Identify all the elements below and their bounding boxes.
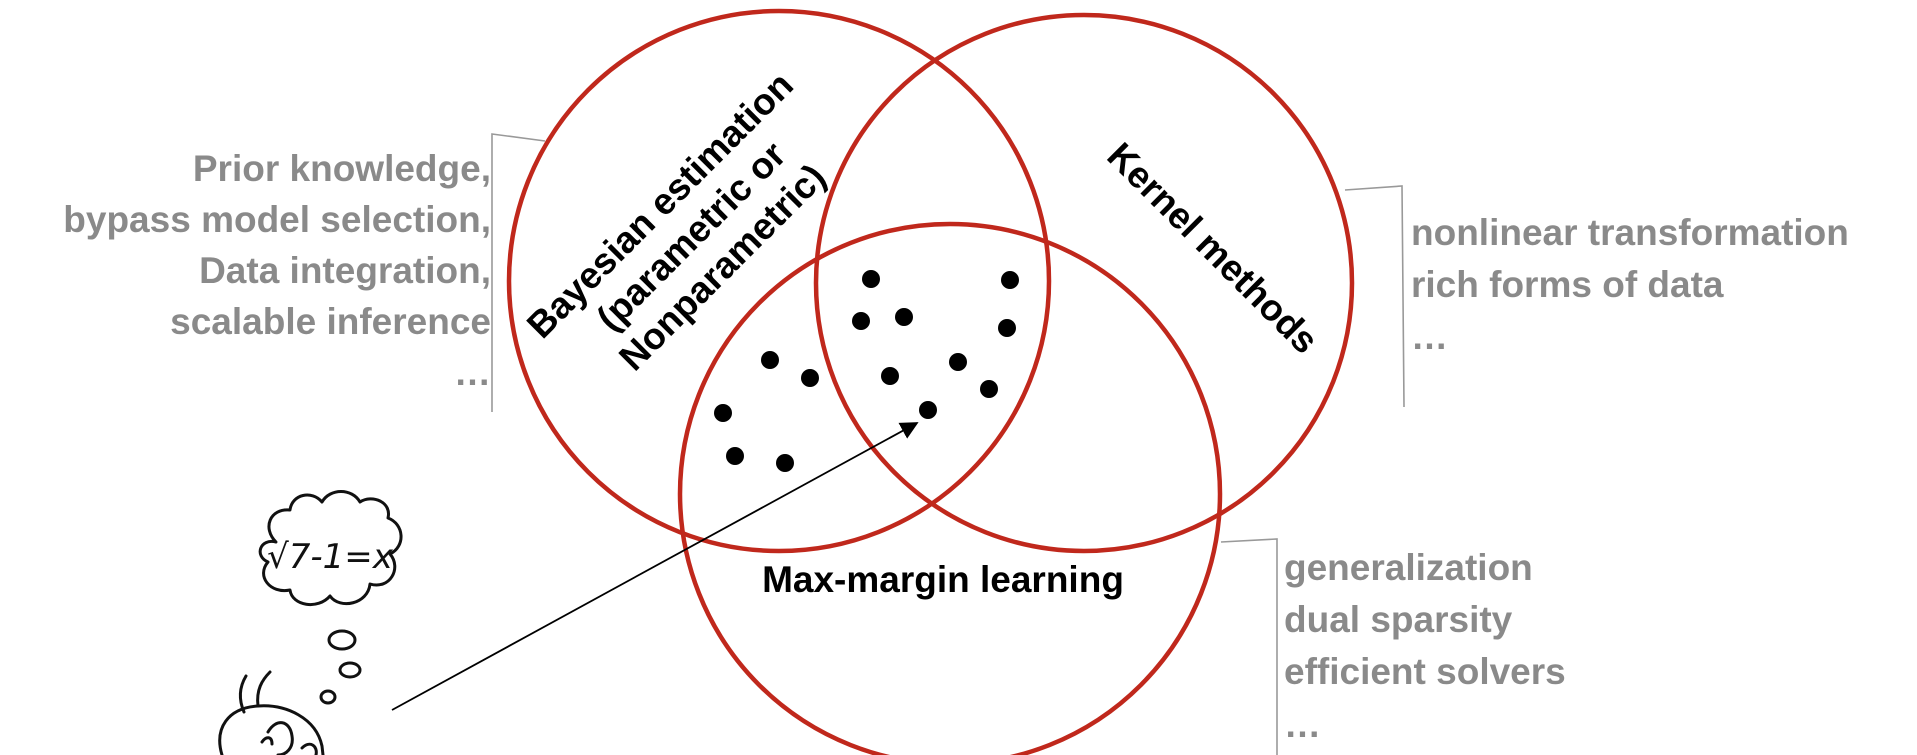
data-point xyxy=(862,270,880,288)
pointer-arrow-icon xyxy=(391,422,919,711)
data-point xyxy=(895,308,913,326)
maxmargin-notes-bracket xyxy=(1220,538,1278,755)
data-point xyxy=(980,380,998,398)
maxmargin-notes: generalization dual sparsity efficient s… xyxy=(1284,547,1566,745)
bayesian-circle xyxy=(506,8,1052,554)
maxmargin-note: … xyxy=(1284,704,1321,745)
maxmargin-circle xyxy=(677,221,1223,755)
data-point xyxy=(1001,271,1019,289)
bayesian-label: Bayesian estimation (parametric or Nonpa… xyxy=(519,64,833,378)
data-point xyxy=(726,447,744,465)
data-point xyxy=(776,454,794,472)
kernel-circle xyxy=(813,12,1355,554)
kernel-note: rich forms of data xyxy=(1411,264,1724,305)
maxmargin-note: dual sparsity xyxy=(1284,599,1513,640)
bayesian-note: scalable inference xyxy=(170,301,491,342)
kernel-label: Kernel methods xyxy=(1099,135,1326,362)
kernel-note: … xyxy=(1411,316,1448,357)
thinking-person-icon xyxy=(218,670,325,755)
data-point xyxy=(801,369,819,387)
kernel-note: nonlinear transformation xyxy=(1411,212,1849,253)
data-point xyxy=(919,401,937,419)
data-point xyxy=(852,312,870,330)
data-point xyxy=(998,319,1016,337)
maxmargin-note: generalization xyxy=(1284,547,1533,588)
thought-bubble-icon: √7-1=x xyxy=(258,490,403,705)
bayesian-note: Data integration, xyxy=(199,250,491,291)
data-point xyxy=(714,404,732,422)
bayesian-note: bypass model selection, xyxy=(63,199,491,240)
bayesian-note: Prior knowledge, xyxy=(193,148,491,189)
bayesian-notes: Prior knowledge, bypass model selection,… xyxy=(63,148,491,393)
maxmargin-label: Max-margin learning xyxy=(762,559,1124,600)
data-point xyxy=(761,351,779,369)
bayesian-note: … xyxy=(454,352,491,393)
data-points xyxy=(714,270,1019,472)
maxmargin-note: efficient solvers xyxy=(1284,651,1566,692)
kernel-notes-bracket xyxy=(1344,185,1405,408)
bayesian-notes-bracket xyxy=(491,133,546,412)
data-point xyxy=(881,367,899,385)
kernel-notes: nonlinear transformation rich forms of d… xyxy=(1411,212,1849,357)
thought-formula: √7-1=x xyxy=(267,537,394,577)
data-point xyxy=(949,353,967,371)
